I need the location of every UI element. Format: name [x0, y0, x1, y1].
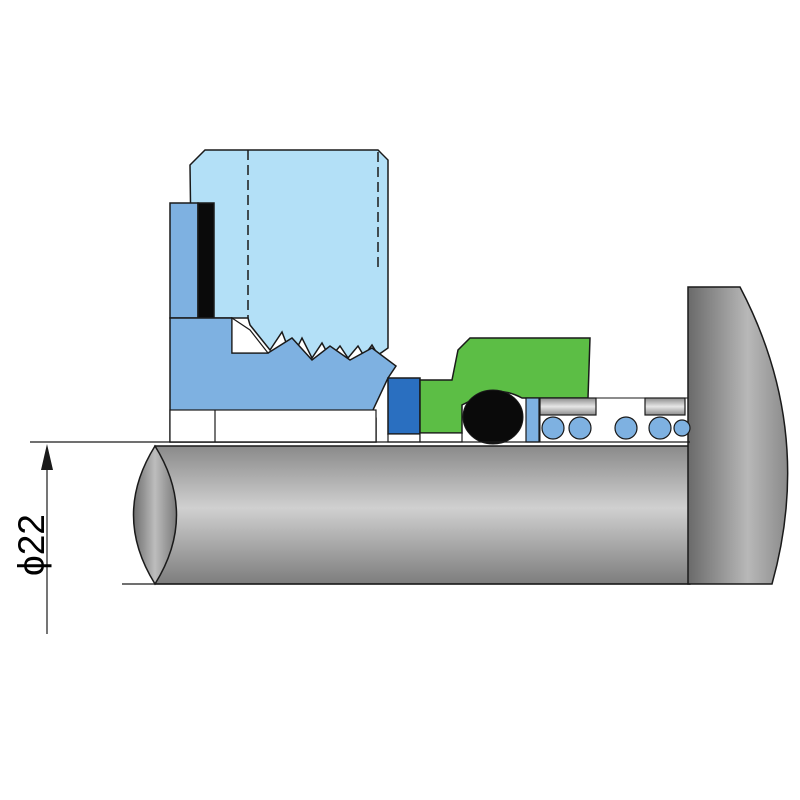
spring-rod-left — [539, 397, 597, 416]
shaft-body — [154, 445, 691, 585]
spring-ball — [568, 416, 592, 440]
o-ring — [462, 389, 524, 445]
spring-ball — [541, 416, 565, 440]
spring-pack — [525, 397, 691, 443]
shaft-shoulder-cap — [687, 286, 789, 585]
dimension-arrowhead — [41, 444, 53, 470]
spring-retainer-plate — [525, 397, 540, 443]
seat-holder-upper-block — [169, 202, 199, 319]
seat-holder-bottom-gap — [169, 409, 377, 443]
spring-ball — [614, 416, 638, 440]
spring-ball — [648, 416, 672, 440]
shaft — [132, 286, 789, 586]
gasket-black-strip — [197, 202, 215, 319]
face-bottom-gap — [387, 433, 421, 443]
stationary-seat-holder — [169, 202, 398, 443]
diameter-label: ϕ22 — [11, 514, 52, 576]
spring-rod-right — [644, 397, 686, 416]
ring-bottom-gap — [419, 432, 463, 443]
stationary-face — [387, 377, 421, 435]
spring-ball — [673, 419, 691, 437]
seat-holder-notch — [231, 316, 270, 354]
diameter-dimension — [30, 441, 690, 634]
